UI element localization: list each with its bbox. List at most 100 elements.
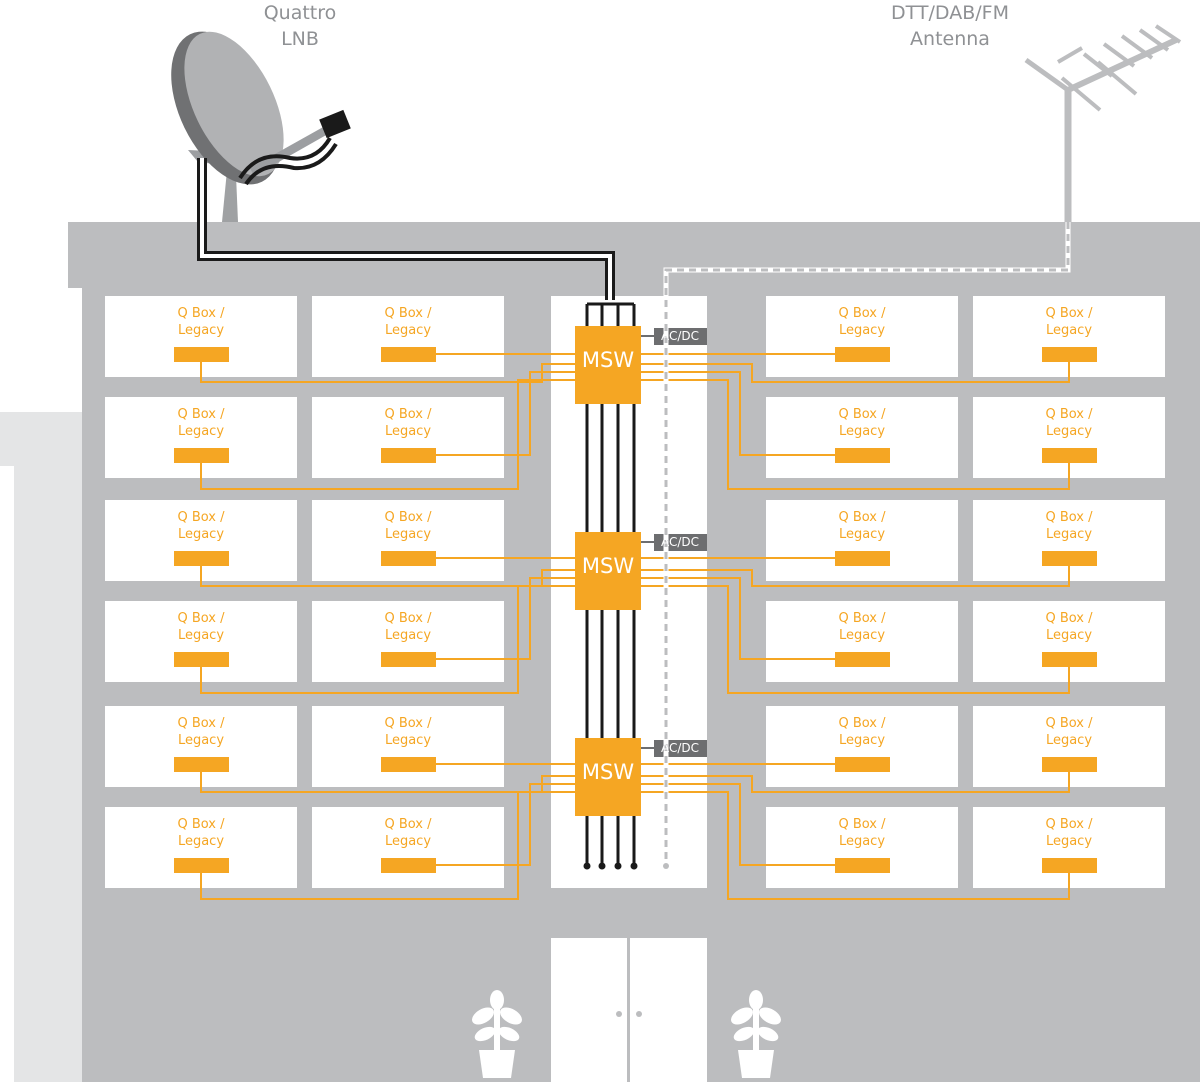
- flat-label-line1: Q Box /: [177, 611, 225, 626]
- coax-line: [200, 791, 575, 900]
- potted-plant: [472, 990, 522, 1078]
- receiver-box: [1042, 448, 1097, 463]
- flat-label-line1: Q Box /: [838, 817, 886, 832]
- coax-line: [640, 361, 1070, 383]
- coax-line: [435, 577, 575, 660]
- flat-label-line2: Legacy: [838, 323, 886, 338]
- flat-label-line2: Legacy: [384, 733, 432, 748]
- receiver-box: [381, 757, 436, 772]
- power-supply-label: AC/DC: [660, 329, 700, 343]
- flat-window: [312, 807, 504, 888]
- flat-label-line2: Legacy: [177, 733, 225, 748]
- multiswitch-label: MSW: [581, 348, 635, 372]
- flat-label-line1: Q Box /: [838, 716, 886, 731]
- receiver-box: [381, 448, 436, 463]
- flat-label-line1: Q Box /: [384, 510, 432, 525]
- receiver-box: [835, 652, 890, 667]
- flat-label-line2: Legacy: [177, 834, 225, 849]
- flat-label-line2: Legacy: [838, 628, 886, 643]
- lnb-cable: [197, 158, 636, 326]
- flat-window-pane: [312, 397, 504, 478]
- coax-line: [640, 379, 1070, 490]
- flat-label-line1: Q Box /: [1045, 306, 1093, 321]
- flat-window-pane: [312, 807, 504, 888]
- flat-label: Q Box / Legacy: [106, 305, 296, 339]
- receiver-box: [381, 347, 436, 362]
- flat-window: [766, 296, 958, 377]
- antenna-label: DTT/DAB/FM Antenna: [870, 0, 1030, 52]
- flat-label-line2: Legacy: [177, 323, 225, 338]
- coax-line: [435, 783, 575, 866]
- flat-label: Q Box /Legacy: [974, 509, 1164, 543]
- coax-line: [435, 371, 575, 456]
- flat-label-line1: Q Box /: [384, 407, 432, 422]
- entrance-door: [551, 938, 707, 1082]
- flat-label: Q Box /Legacy: [767, 610, 957, 644]
- flat-label: Q Box / Legacy: [974, 715, 1164, 749]
- receiver-box: [1042, 757, 1097, 772]
- flat-window-pane: [766, 500, 958, 581]
- flat-label: Q Box /Legacy: [313, 305, 503, 339]
- flat-label-line1: Q Box /: [177, 716, 225, 731]
- flat-label: Q Box / Legacy: [313, 406, 503, 440]
- distribution-wiring: [200, 763, 1070, 900]
- flat-window: [766, 706, 958, 787]
- flat-window: [312, 397, 504, 478]
- power-supply-label: AC/DC: [660, 741, 700, 755]
- satellite-dish: [171, 31, 351, 222]
- coax-line: [640, 783, 835, 866]
- power-supply-label: AC/DC: [660, 535, 700, 549]
- receiver-box: [1042, 858, 1097, 873]
- flat-window-pane: [312, 500, 504, 581]
- flat-label: Q Box / Legacy: [106, 715, 296, 749]
- receiver-box: [1042, 347, 1097, 362]
- flat-label-line1: Q Box /: [177, 510, 225, 525]
- neighbor-building: [0, 412, 82, 1082]
- flat-window: [766, 397, 958, 478]
- flat-label-line1: Q Box /: [177, 407, 225, 422]
- flat-label: Q Box /Legacy: [974, 406, 1164, 440]
- flat-label-line1: Q Box /: [838, 407, 886, 422]
- flat-label: Q Box /Legacy: [106, 816, 296, 850]
- flat-window: [973, 807, 1165, 888]
- flat-label: Q Box /Legacy: [767, 406, 957, 440]
- flat-label-line2: Legacy: [1045, 733, 1093, 748]
- flat-label-line2: Legacy: [384, 323, 432, 338]
- flat-label: Q Box /Legacy: [313, 610, 503, 644]
- flat-label-line2: Legacy: [384, 834, 432, 849]
- flat-label-line1: Q Box /: [1045, 716, 1093, 731]
- multiswitch-body: [575, 532, 641, 610]
- flat-label-line2: Legacy: [384, 527, 432, 542]
- flat-label-line1: Q Box /: [838, 510, 886, 525]
- flat-label-line1: Q Box /: [1045, 407, 1093, 422]
- flat-label-line2: Legacy: [177, 527, 225, 542]
- flat-window: [312, 296, 504, 377]
- flat-label: Q Box /Legacy: [313, 816, 503, 850]
- flat-label-line2: Legacy: [177, 628, 225, 643]
- coax-line: [200, 361, 575, 383]
- coax-line: [200, 379, 575, 490]
- flat-window-pane: [766, 397, 958, 478]
- antenna-label-line2: Antenna: [910, 28, 990, 50]
- flat-window-pane: [766, 601, 958, 682]
- flat-label-line2: Legacy: [1045, 323, 1093, 338]
- flat-label: Q Box /Legacy: [767, 305, 957, 339]
- flat-label: Q Box / Legacy: [974, 305, 1164, 339]
- receiver-box: [174, 858, 229, 873]
- multiswitch-body: [575, 738, 641, 816]
- coax-line: [640, 371, 835, 456]
- flat-window-pane: [766, 706, 958, 787]
- flat-window: [766, 500, 958, 581]
- flat-label-line2: Legacy: [384, 424, 432, 439]
- lnb-label: Quattro LNB: [240, 0, 360, 52]
- flat-label-line1: Q Box /: [384, 611, 432, 626]
- receiver-box: [835, 858, 890, 873]
- receiver-box: [174, 757, 229, 772]
- multiswitch-label: MSW: [581, 554, 635, 578]
- multiswitch-body: [575, 326, 641, 404]
- flat-label-line1: Q Box /: [177, 306, 225, 321]
- receiver-box: [174, 448, 229, 463]
- terrestrial-feed: [663, 222, 1071, 869]
- flat-label: Q Box /Legacy: [974, 816, 1164, 850]
